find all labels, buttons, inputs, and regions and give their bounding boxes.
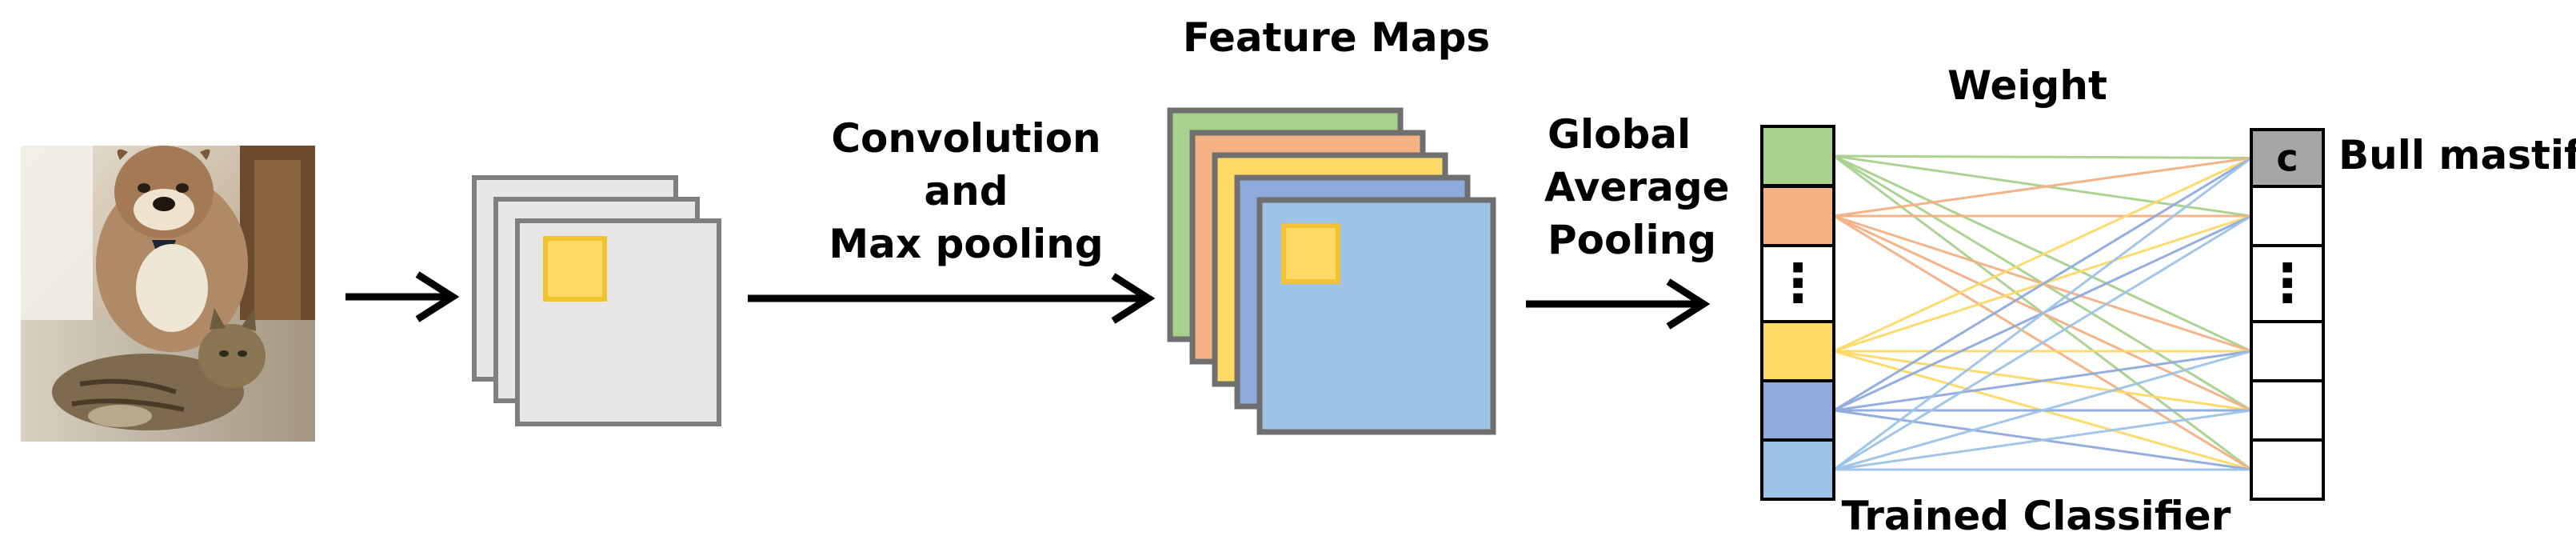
cat-figure — [52, 308, 266, 430]
trained-classifier-label: Trained Classifier — [1842, 493, 2231, 539]
weight-line-3-1 — [1833, 157, 2252, 353]
weight-label: Weight — [1947, 62, 2107, 109]
classifier-cell-5 — [2250, 379, 2325, 442]
weight-line-4-3 — [1833, 350, 2252, 412]
input-channel-stack — [472, 175, 721, 426]
gap-label-line3: Pooling — [1548, 217, 1716, 263]
classifier-cell-4 — [2250, 320, 2325, 382]
gap-ellipsis: ⋮ — [1771, 253, 1824, 314]
gap-label-line2: Average — [1544, 164, 1730, 210]
weight-line-5-2 — [1833, 214, 2252, 471]
bulldog-figure — [96, 146, 248, 352]
weight-line-4-1 — [1833, 157, 2252, 412]
convolution-label-line2: and — [924, 168, 1008, 214]
arrow-to-gap-vector — [1526, 278, 1711, 330]
classifier-cell-2 — [2250, 185, 2325, 247]
convolution-label-line1: Convolution — [831, 115, 1100, 162]
input-photo — [21, 146, 315, 442]
gap-cell-6 — [1760, 438, 1835, 501]
arrow-to-feature-maps — [748, 273, 1156, 324]
weight-connections — [1833, 154, 2252, 471]
conv-kernel-highlight — [543, 236, 607, 302]
weight-line-5-4 — [1833, 409, 2252, 471]
convolution-label-line3: Max pooling — [829, 221, 1103, 267]
weight-line-5-3 — [1833, 350, 2252, 471]
class-marker: c — [2276, 137, 2298, 180]
classifier-ellipsis: ⋮ — [2261, 253, 2314, 314]
weight-line-1-1 — [1833, 154, 2252, 159]
classifier-output: c⋮ — [2250, 128, 2325, 501]
weight-line-5-1 — [1833, 157, 2252, 471]
arrow-to-input-stack — [345, 271, 460, 322]
feature-map-stack — [1167, 107, 1496, 435]
feature-map-highlight — [1281, 223, 1340, 284]
feature-maps-title: Feature Maps — [1183, 14, 1490, 61]
gap-vector: ⋮ — [1760, 125, 1835, 501]
weight-line-2-1 — [1833, 157, 2252, 218]
gap-cell-2 — [1760, 185, 1835, 247]
classifier-cell-6 — [2250, 438, 2325, 501]
class-name-label: Bull mastiff — [2338, 132, 2576, 178]
gap-cell-1 — [1760, 125, 1835, 187]
gap-cell-5 — [1760, 379, 1835, 442]
gap-label-line1: Global — [1548, 111, 1691, 158]
classifier-cell-1 — [2250, 128, 2325, 188]
gap-cell-4 — [1760, 320, 1835, 382]
